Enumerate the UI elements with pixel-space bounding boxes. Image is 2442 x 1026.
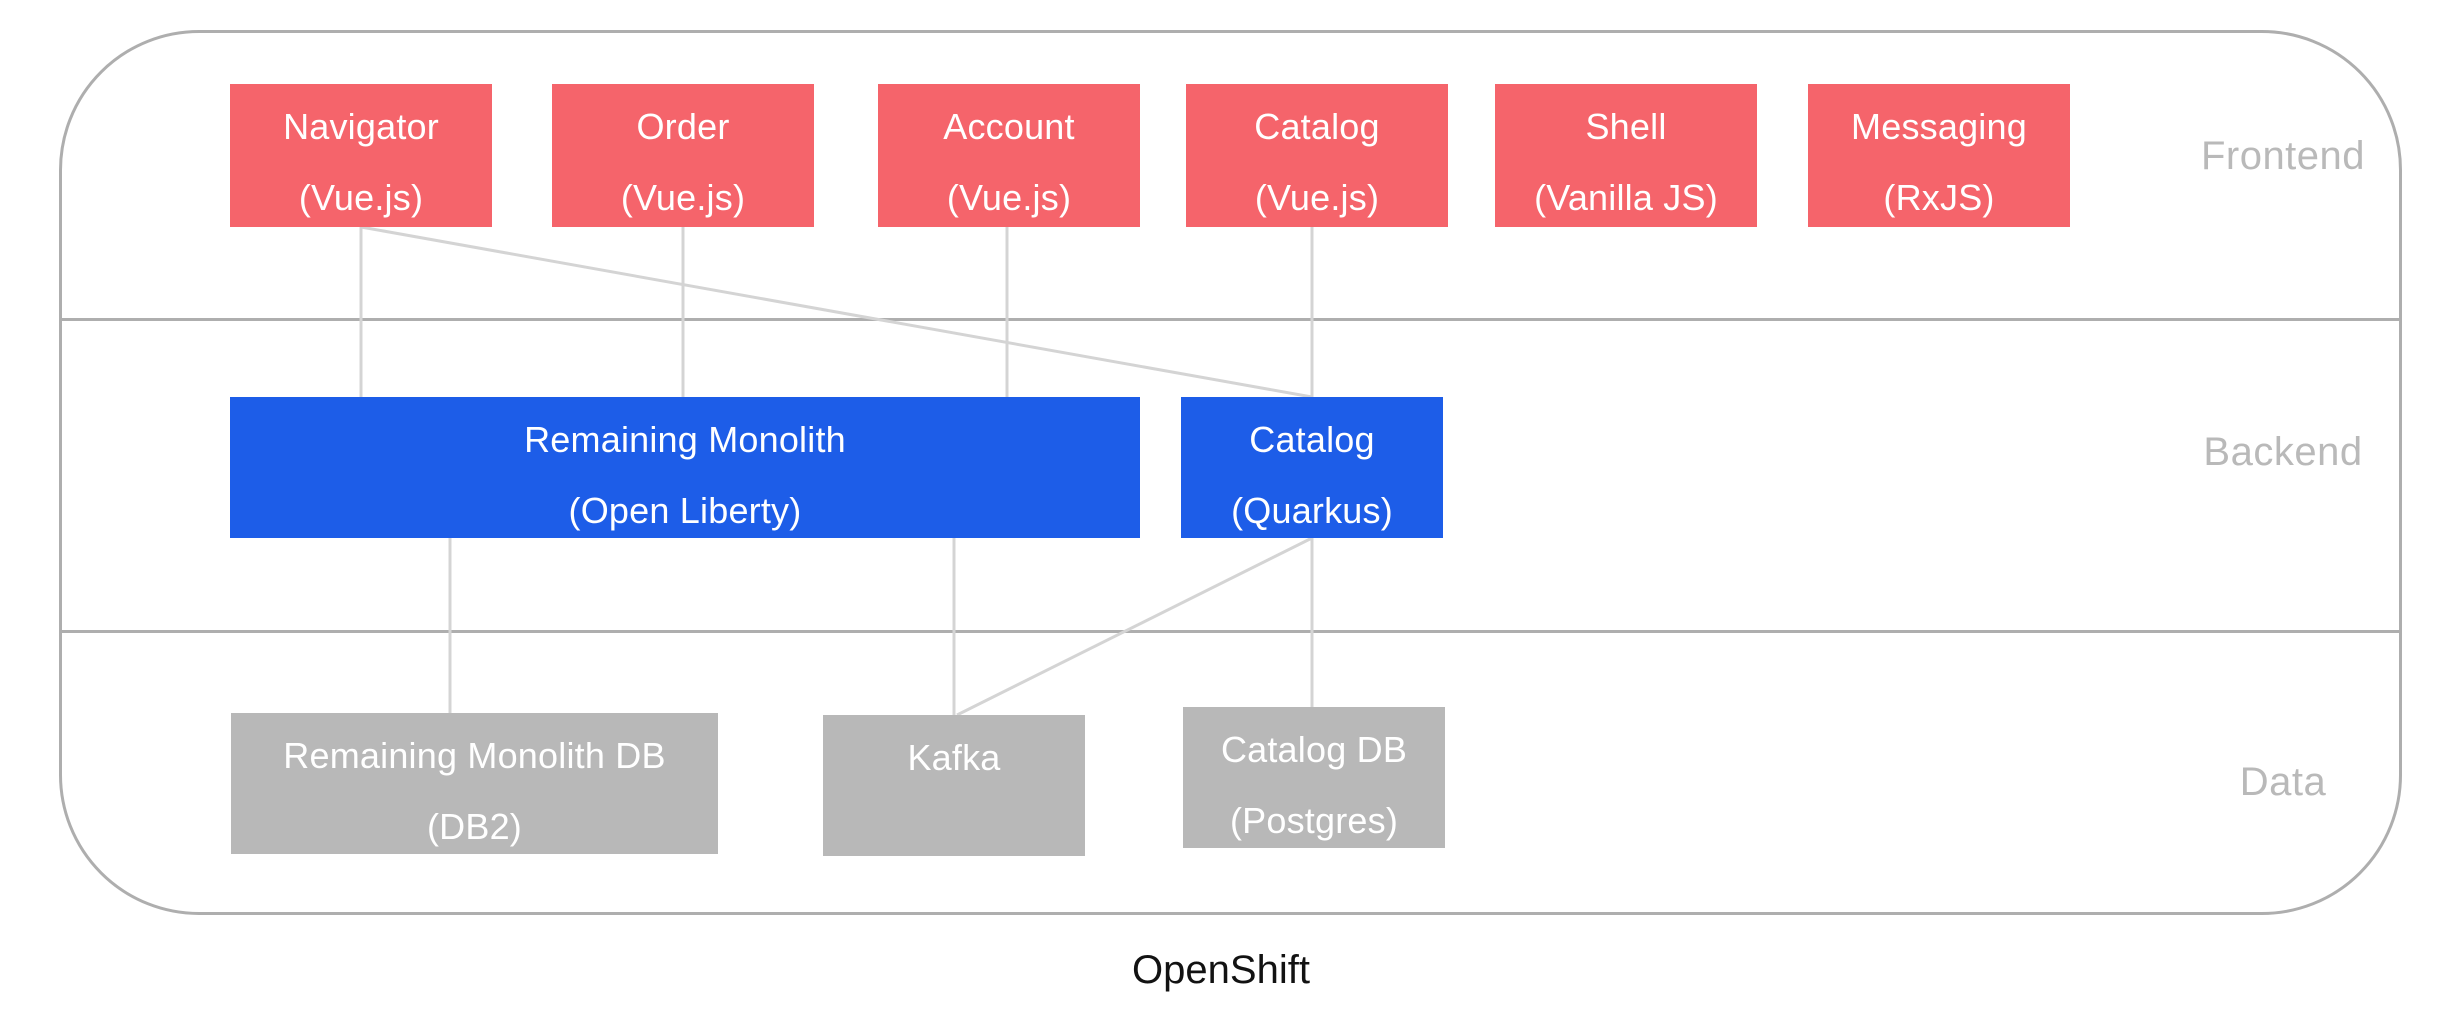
node-subtitle: (Postgres)	[1229, 800, 1399, 841]
node-subtitle: (Open Liberty)	[568, 490, 802, 531]
node-title: Messaging	[1851, 106, 2027, 147]
layer-label-frontend: Frontend	[2200, 134, 2366, 178]
node-subtitle: (Vue.js)	[620, 177, 746, 218]
layer-label-data: Data	[2239, 760, 2327, 804]
node-messaging-frontend: Messaging (RxJS)	[1808, 84, 2070, 227]
node-title: Account	[943, 106, 1075, 147]
node-subtitle: (Vue.js)	[1254, 177, 1380, 218]
node-title: Order	[636, 106, 730, 147]
node-order-frontend: Order (Vue.js)	[552, 84, 814, 227]
node-title: Catalog	[1254, 106, 1380, 147]
node-title: Remaining Monolith DB	[283, 735, 666, 776]
node-subtitle: (DB2)	[426, 806, 522, 847]
openshift-boundary	[59, 30, 2402, 915]
node-title: Shell	[1585, 106, 1667, 147]
node-title: Kafka	[907, 737, 1001, 778]
node-title: Catalog	[1249, 419, 1375, 460]
node-title: Navigator	[283, 106, 439, 147]
node-account-frontend: Account (Vue.js)	[878, 84, 1140, 227]
node-shell-frontend: Shell (Vanilla JS)	[1495, 84, 1757, 227]
node-subtitle: (Vanilla JS)	[1534, 177, 1718, 218]
node-subtitle: (RxJS)	[1883, 177, 1995, 218]
node-title: Catalog DB	[1220, 729, 1408, 770]
node-navigator-frontend: Navigator (Vue.js)	[230, 84, 492, 227]
layer-label-backend: Backend	[2203, 430, 2363, 474]
node-remaining-monolith-backend: Remaining Monolith (Open Liberty)	[230, 397, 1140, 538]
node-catalog-backend: Catalog (Quarkus)	[1181, 397, 1443, 538]
node-subtitle: (Vue.js)	[946, 177, 1072, 218]
node-catalog-db-data: Catalog DB (Postgres)	[1183, 707, 1445, 848]
node-subtitle: (Quarkus)	[1231, 490, 1393, 531]
node-catalog-frontend: Catalog (Vue.js)	[1186, 84, 1448, 227]
divider-backend-data	[59, 630, 2402, 633]
node-subtitle: (Vue.js)	[298, 177, 424, 218]
node-remaining-monolith-db-data: Remaining Monolith DB (DB2)	[231, 713, 718, 854]
openshift-caption: OpenShift	[1132, 948, 1310, 992]
divider-frontend-backend	[59, 318, 2402, 321]
node-title: Remaining Monolith	[524, 419, 846, 460]
node-kafka-data: Kafka	[823, 715, 1085, 856]
